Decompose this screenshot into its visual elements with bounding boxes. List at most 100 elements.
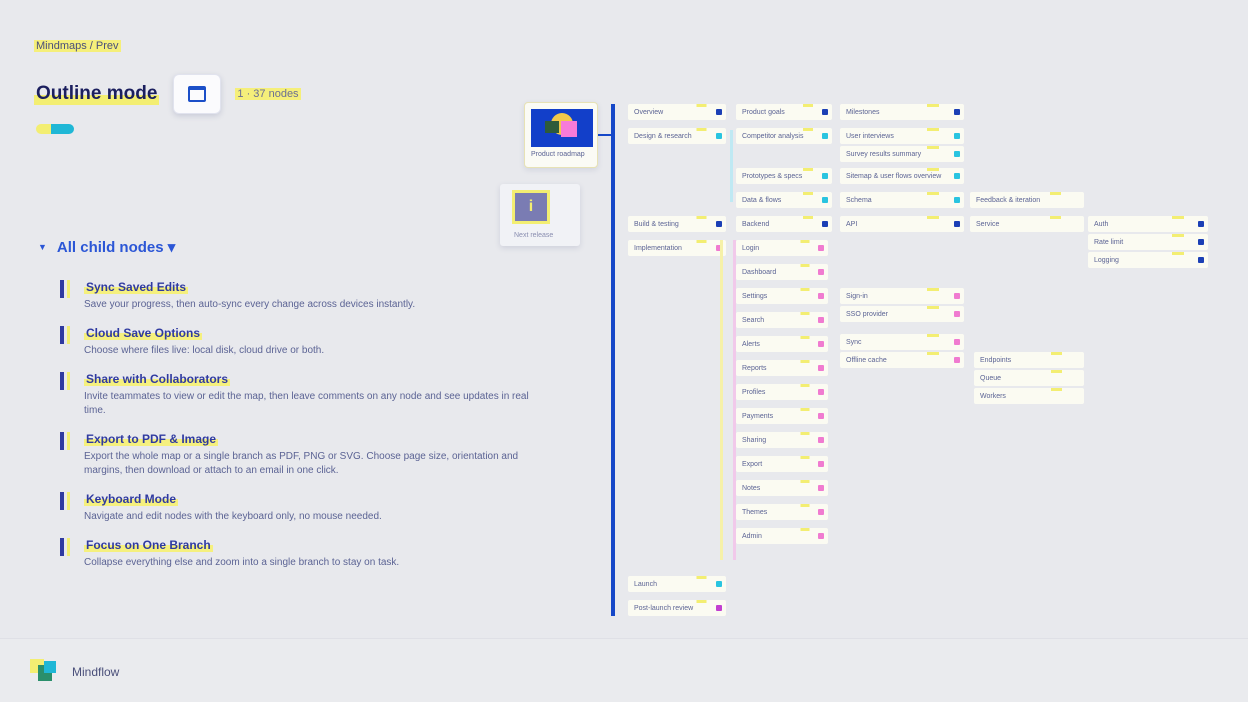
mindmap-node-l3-label: Schema [846,196,872,204]
item-marker [60,372,70,390]
mindmap-node-l2-label: Admin [742,532,762,540]
mindmap-node-l5[interactable]: Rate limit [1088,234,1208,250]
outline-item-title: Focus on One Branch [84,538,213,552]
node-color-marker [954,133,960,139]
mindmap-node-l1[interactable]: Launch [628,576,726,592]
outline-item[interactable]: Focus on One Branch Collapse everything … [60,536,530,570]
mindmap-node-l4[interactable]: Service [970,216,1084,232]
node-color-marker [818,245,824,251]
brand-name: Mindflow [72,665,120,679]
mindmap-node-l5-label: Auth [1094,220,1109,228]
mindmap-node-l4-label: Feedback & iteration [976,196,1041,204]
outline-item-title: Export to PDF & Image [84,432,219,446]
mindmap-node-l3[interactable]: Schema [840,192,964,208]
mindmap-node-l2-label: Competitor analysis [742,132,804,140]
mindmap-node-l2[interactable]: Competitor analysis [736,128,832,144]
item-marker [60,432,70,450]
mindmap-node-l2[interactable]: Payments [736,408,828,424]
mindmap-node-l2[interactable]: Export [736,456,828,472]
mindmap-node-l1[interactable]: Build & testing [628,216,726,232]
mindmap-root-node[interactable]: Product roadmap [524,102,598,168]
mindmap-node-l3[interactable]: SSO provider [840,306,964,322]
open-window-button[interactable] [173,74,222,114]
mindmap-node-l2[interactable]: Search [736,312,828,328]
mindmap-node-l2[interactable]: Data & flows [736,192,832,208]
breadcrumb[interactable]: Mindmaps / Prev [34,40,121,52]
outline-item[interactable]: Cloud Save Options Choose where files li… [60,324,530,358]
mindmap-node-l3[interactable]: Sign-in [840,288,964,304]
outline-item-desc: Save your progress, then auto-sync every… [84,299,416,310]
mindmap-node-l2-label: Payments [742,412,774,420]
mindmap-node-l2[interactable]: Login [736,240,828,256]
mindmap-node-l2[interactable]: Prototypes & specs [736,168,832,184]
mindmap-node-l5[interactable]: Logging [1088,252,1208,268]
mindmap-node-l4[interactable]: Workers [974,388,1084,404]
node-color-marker [818,341,824,347]
item-marker [60,492,70,510]
mindmap-node-l4[interactable]: Endpoints [974,352,1084,368]
mindmap-node-l3[interactable]: Sync [840,334,964,350]
mindmap-node-l4[interactable]: Queue [974,370,1084,386]
mindmap-node-l3-label: API [846,220,858,228]
node-color-marker [818,437,824,443]
outline-toggle[interactable]: ▼ All child nodes ▾ [38,238,175,256]
mindmap-node-l3[interactable]: Offline cache [840,352,964,368]
node-color-marker [1074,393,1080,399]
mindmap-node-l2[interactable]: Settings [736,288,828,304]
node-color-marker [716,221,722,227]
brand-logo-icon[interactable] [30,659,60,683]
mindmap-node-l3-label: Offline cache [846,356,887,364]
mindmap-node-l1[interactable]: Implementation [628,240,726,256]
mindmap-node-l2[interactable]: Alerts [736,336,828,352]
mindmap-node-l2[interactable]: Reports [736,360,828,376]
mindmap-node-l3[interactable]: Sitemap & user flows overview [840,168,964,184]
node-color-marker [1198,221,1204,227]
node-color-marker [954,339,960,345]
node-color-marker [822,173,828,179]
mindmap-node-l2[interactable]: Backend [736,216,832,232]
node-color-marker [716,605,722,611]
tag-chip[interactable] [36,124,74,134]
node-color-marker [954,221,960,227]
mindmap-node-l2[interactable]: Notes [736,480,828,496]
mindmap-node-l1[interactable]: Design & research [628,128,726,144]
mindmap-node-l2[interactable]: Product goals [736,104,832,120]
outline-item-desc: Invite teammates to view or edit the map… [84,391,529,416]
mindmap-node-l1-label: Launch [634,580,657,588]
mindmap-node-l3[interactable]: Milestones [840,104,964,120]
outline-item-title: Sync Saved Edits [84,280,189,294]
node-color-marker [954,197,960,203]
mindmap-node-l3[interactable]: User interviews [840,128,964,144]
node-color-marker [716,245,722,251]
outline-item-desc: Navigate and edit nodes with the keyboar… [84,511,382,522]
mindmap-node-l2-label: Themes [742,508,768,516]
mindmap-node-l3[interactable]: Survey results summary [840,146,964,162]
mindmap-node-l1-label: Design & research [634,132,692,140]
mindmap-node-l2-label: Profiles [742,388,766,396]
node-color-marker [818,293,824,299]
mindmap-node-l2[interactable]: Themes [736,504,828,520]
outline-item[interactable]: Share with Collaborators Invite teammate… [60,370,530,418]
breadcrumb-text: Mindmaps / Prev [34,40,121,52]
mindmap-node-l1[interactable]: Post-launch review [628,600,726,616]
mindmap-node-l1-label: Implementation [634,244,682,252]
mindmap-node-l5[interactable]: Auth [1088,216,1208,232]
mindmap-node-l1[interactable]: Overview [628,104,726,120]
outline-item-desc: Export the whole map or a single branch … [84,451,519,476]
mindmap-node-l2[interactable]: Sharing [736,432,828,448]
outline-item[interactable]: Sync Saved Edits Save your progress, the… [60,278,530,312]
node-color-marker [1074,357,1080,363]
node-color-marker [822,109,828,115]
mindmap-node-l2[interactable]: Dashboard [736,264,828,280]
mindmap-node-l2[interactable]: Profiles [736,384,828,400]
item-marker [60,326,70,344]
outline-item[interactable]: Export to PDF & Image Export the whole m… [60,430,530,478]
node-color-marker [818,485,824,491]
mindmap-trunk [611,104,615,616]
mindmap-node-l3[interactable]: API [840,216,964,232]
mindmap-node-l2[interactable]: Admin [736,528,828,544]
outline-item[interactable]: Keyboard Mode Navigate and edit nodes wi… [60,490,530,524]
mindmap-sub-node[interactable]: i Next release [500,184,580,246]
mindmap-node-l4[interactable]: Feedback & iteration [970,192,1084,208]
mindmap-node-l4-label: Workers [980,392,1006,400]
